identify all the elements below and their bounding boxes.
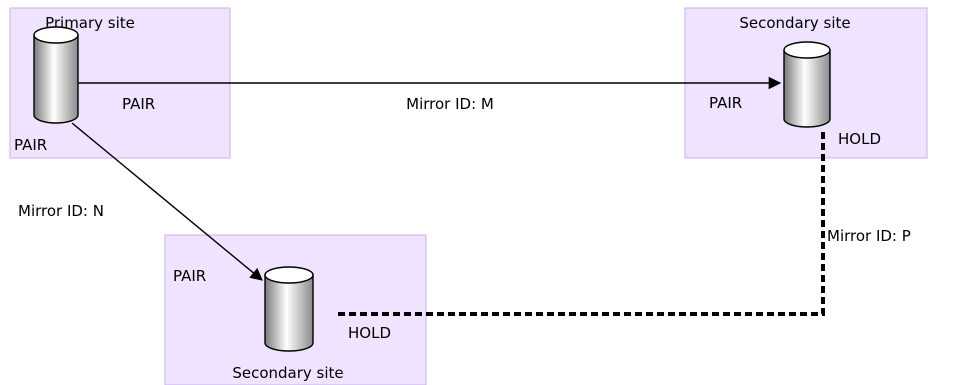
secondary-top-status-hold: HOLD	[838, 130, 881, 148]
secondary-site-bottom-title: Secondary site	[232, 364, 343, 382]
primary-status-pair-bottom: PAIR	[14, 136, 47, 154]
mirror-link-n	[71, 122, 263, 281]
secondary-bottom-status-pair: PAIR	[173, 267, 206, 285]
mirror-id-n-label: Mirror ID: N	[18, 202, 104, 220]
secondary-top-volume-icon	[783, 41, 831, 128]
secondary-bottom-status-hold: HOLD	[348, 324, 391, 342]
secondary-top-status-pair: PAIR	[709, 94, 742, 112]
mirror-id-m-label: Mirror ID: M	[406, 95, 494, 113]
primary-status-pair-right: PAIR	[122, 95, 155, 113]
secondary-site-top-title: Secondary site	[739, 14, 850, 32]
mirror-id-p-label: Mirror ID: P	[827, 227, 911, 245]
secondary-bottom-volume-icon	[264, 266, 314, 352]
primary-volume-icon	[33, 26, 79, 124]
mirror-link-p	[338, 128, 825, 316]
